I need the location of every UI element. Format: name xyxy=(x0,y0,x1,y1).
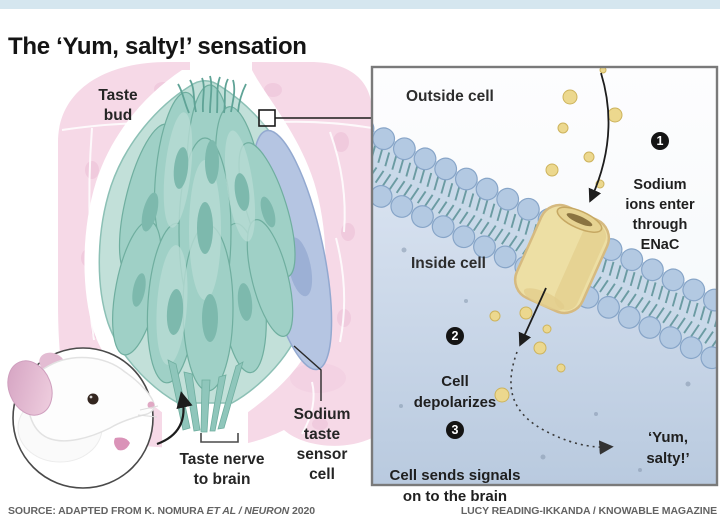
inside-cell-label: Inside cell xyxy=(411,255,486,272)
yum-salty-label: ‘Yum, salty!’ xyxy=(646,429,690,467)
pink-patch xyxy=(290,363,346,393)
credit-text: LUCY READING-IKKANDA / KNOWABLE MAGAZINE xyxy=(460,505,717,517)
nerve-bracket xyxy=(200,433,239,443)
step-3-badge: 3 xyxy=(446,421,464,439)
step-2: 2 Cell depolarizes xyxy=(393,306,517,434)
whiskers xyxy=(137,405,159,418)
taste-nerve-label: Taste nerve to brain xyxy=(179,451,265,488)
microvilli xyxy=(177,75,247,114)
cytoplasm-specks xyxy=(399,247,691,472)
mouse-to-bud-arrow xyxy=(156,391,193,446)
step-3-text: Cell sends signals on to the brain xyxy=(389,467,521,505)
sensor-cell-pointer-line xyxy=(293,345,322,401)
enac-channel xyxy=(513,203,611,315)
eye-glint xyxy=(89,395,93,399)
ions-into-cell-arrow xyxy=(518,287,547,347)
outside-cell-label: Outside cell xyxy=(406,88,494,105)
taste-bud-label: Taste bud xyxy=(98,87,138,124)
step-1-text: Sodium ions enter through ENaC xyxy=(625,177,695,253)
taste-bud-art xyxy=(58,56,373,470)
step-1: 1 Sodium ions enter through ENaC xyxy=(606,112,714,275)
sensor-cell-label: Sodium taste sensor cell xyxy=(293,406,351,483)
step-3: 3 Cell sends signals on to the brain xyxy=(374,400,536,523)
page-title: The ‘Yum, salty!’ sensation xyxy=(8,33,307,61)
lipid-bilayer xyxy=(373,117,716,382)
magnified-region-marker xyxy=(258,109,276,127)
source-prefix: SOURCE: ADAPTED FROM K. NOMURA xyxy=(8,505,207,517)
mouse-art xyxy=(7,347,159,489)
mouse-ear xyxy=(7,360,53,416)
membrane-panel-art xyxy=(373,68,716,484)
source-italic: ET AL / NEURON xyxy=(206,505,290,517)
ions-enter-arrow xyxy=(588,72,610,203)
step-2-text: Cell depolarizes xyxy=(413,373,497,411)
step-2-badge: 2 xyxy=(446,327,464,345)
source-text: SOURCE: ADAPTED FROM K. NOMURA ET AL / N… xyxy=(8,505,315,517)
step-1-badge: 1 xyxy=(651,132,669,150)
source-suffix: 2020 xyxy=(289,505,315,517)
mouse-tongue xyxy=(114,437,130,451)
inside-cell-bg xyxy=(373,186,716,484)
cell-nuclei xyxy=(132,140,276,342)
mouse-eye xyxy=(87,393,99,405)
top-accent-bar xyxy=(0,0,720,9)
panel-border xyxy=(370,65,719,487)
